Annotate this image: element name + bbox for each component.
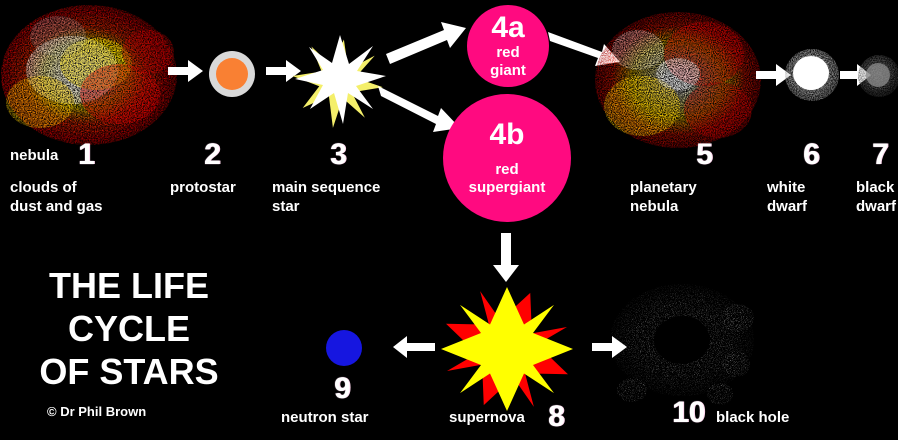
page-title-line-3: OF STARS	[39, 351, 219, 392]
black-hole-icon	[608, 282, 758, 412]
white-dwarf-icon	[784, 48, 840, 102]
red-supergiant-circle-icon: 4b red supergiant	[443, 94, 571, 222]
stage-7-number: 7	[872, 138, 889, 171]
stage-5-caption-line-2: nebula	[630, 198, 679, 215]
stage-10-number: 10	[672, 396, 706, 429]
page-title-line-2: CYCLE	[67, 308, 190, 349]
stage-5-caption-line-1: planetary	[630, 179, 697, 196]
stage-4b-caption-line-2: supergiant	[468, 179, 546, 196]
arrow-supernova-to-neutron-star	[392, 334, 436, 360]
stage-4a-caption-line-1: red	[496, 44, 520, 61]
stage-4b-number: 4b	[489, 118, 525, 151]
stage-8-caption-line-1: supernova	[449, 409, 525, 426]
stage-9-number: 9	[334, 372, 351, 405]
red-giant-circle-icon: 4a red giant	[467, 5, 549, 87]
stage-2-number: 2	[204, 138, 221, 171]
stage-4a-number: 4a	[491, 11, 525, 44]
stage-3-caption-line-1: main sequence	[272, 179, 381, 196]
stage-4a-caption-line-2: giant	[490, 62, 526, 79]
arrow-planetary-nebula-to-white-dwarf	[756, 62, 792, 88]
arrow-supernova-to-black-hole	[592, 334, 628, 360]
arrow-main-sequence-to-red-giant	[386, 22, 468, 70]
stage-1-caption-line-1: clouds of	[10, 179, 77, 196]
stage-6-caption-line-1: white	[767, 179, 806, 196]
stage-1-number: 1	[78, 138, 95, 171]
stage-7-caption-line-1: black	[856, 179, 895, 196]
arrow-red-supergiant-to-supernova	[492, 233, 520, 283]
stage-1-name: nebula	[10, 147, 59, 164]
page-title-line-1: THE LIFE	[49, 265, 209, 306]
stage-6-caption-line-2: dwarf	[767, 198, 808, 215]
stage-3-caption-line-2: star	[272, 198, 300, 215]
neutron-star-icon	[326, 330, 362, 366]
stage-1-caption-line-2: dust and gas	[10, 198, 103, 215]
stage-5-number: 5	[696, 138, 713, 171]
stage-10-caption-line-1: black hole	[716, 409, 790, 426]
stage-9-caption-line-1: neutron star	[281, 409, 369, 426]
arrow-red-giant-to-planetary-nebula	[548, 30, 622, 70]
arrow-nebula-to-protostar	[168, 58, 204, 84]
main-sequence-star-icon	[292, 32, 388, 128]
stage-6-number: 6	[803, 138, 820, 171]
stage-2-name: protostar	[170, 179, 236, 196]
nebula-cloud-icon	[0, 2, 178, 148]
page-title: THE LIFE CYCLE OF STARS	[18, 264, 240, 393]
stage-3-number: 3	[330, 138, 347, 171]
stage-4b-caption-line-1: red	[495, 161, 519, 178]
arrow-protostar-to-main-sequence	[266, 58, 302, 84]
arrow-white-dwarf-to-black-dwarf	[840, 62, 872, 88]
supernova-burst-icon	[424, 282, 590, 416]
protostar-icon	[209, 51, 255, 97]
protostar-core	[216, 58, 248, 90]
stage-7-caption-line-2: dwarf	[856, 198, 897, 215]
stage-8-number: 8	[548, 400, 565, 433]
credit-text: © Dr Phil Brown	[47, 404, 147, 419]
arrow-main-sequence-to-red-supergiant	[378, 84, 464, 136]
